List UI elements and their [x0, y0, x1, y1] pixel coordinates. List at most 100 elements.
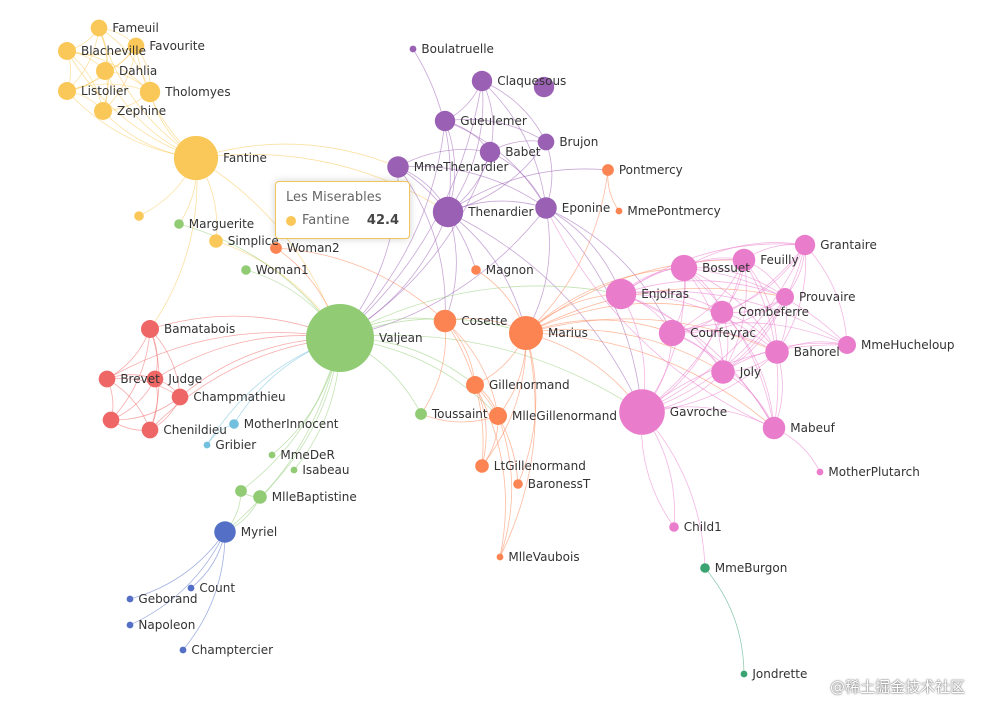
graph-node-geborand[interactable]	[126, 595, 134, 603]
graph-node-champmathieu[interactable]	[171, 388, 189, 406]
graph-link	[671, 322, 848, 346]
graph-node-mllevaubois[interactable]	[496, 553, 504, 561]
node-label-napoleon: Napoleon	[138, 618, 195, 632]
graph-node[interactable]	[235, 485, 247, 497]
graph-node-babet[interactable]	[479, 141, 501, 163]
node-label-combeferre: Combeferre	[738, 305, 809, 319]
graph-link	[722, 259, 747, 373]
tooltip-title: Les Miserables	[286, 190, 382, 205]
graph-node-dahlia[interactable]	[96, 62, 114, 80]
graph-node-simplice[interactable]	[209, 234, 223, 248]
graph-node-tholomyes[interactable]	[139, 81, 161, 103]
graph-node-brevet[interactable]	[98, 370, 116, 388]
node-label-brevet: Brevet	[120, 372, 160, 386]
node-label-ltgillenormand: LtGillenormand	[494, 459, 586, 473]
graph-link	[641, 411, 706, 569]
graph-node-isabeau[interactable]	[290, 466, 298, 474]
graph-node[interactable]	[533, 76, 555, 98]
graph-node-combeferre[interactable]	[710, 300, 734, 324]
graph-node-bahorel[interactable]	[765, 340, 789, 364]
graph-node-child1[interactable]	[669, 522, 679, 532]
node-label-tholomyes: Tholomyes	[164, 85, 230, 99]
graph-node-myriel[interactable]	[214, 521, 236, 543]
graph-link	[110, 396, 181, 421]
node-label-mmehucheloup: MmeHucheloup	[861, 338, 955, 352]
graph-node-mmeburgon[interactable]	[700, 563, 710, 573]
graph-node-eponine[interactable]	[535, 197, 557, 219]
graph-node-valjean[interactable]	[306, 304, 374, 372]
node-label-mllegillenormand: MlleGillenormand	[512, 409, 617, 423]
graph-node-marguerite[interactable]	[174, 219, 184, 229]
graph-link	[474, 384, 487, 467]
graph-link	[129, 531, 226, 600]
graph-node-toussaint[interactable]	[415, 408, 427, 420]
graph-node-enjolras[interactable]	[605, 278, 637, 310]
graph-node-bamatabois[interactable]	[141, 320, 159, 338]
graph-node-napoleon[interactable]	[126, 621, 134, 629]
graph-node-zephine[interactable]	[94, 102, 112, 120]
graph-link	[704, 567, 745, 675]
graph-node-ltgillenormand[interactable]	[475, 459, 489, 473]
graph-node-brujon[interactable]	[537, 133, 555, 151]
graph-node-blacheville[interactable]	[58, 42, 76, 60]
graph-node-prouvaire[interactable]	[776, 288, 794, 306]
graph-node-gribier[interactable]	[203, 441, 211, 449]
node-label-chenildieu: Chenildieu	[163, 423, 227, 437]
graph-node-claquesous[interactable]	[471, 70, 493, 92]
node-label-jondrette: Jondrette	[751, 667, 807, 681]
graph-node-mmepontmercy[interactable]	[615, 207, 623, 215]
graph-node-gueulemer[interactable]	[434, 110, 456, 132]
graph-node-count[interactable]	[187, 584, 195, 592]
graph-node-fameuil[interactable]	[90, 19, 108, 37]
graph-nodes[interactable]	[58, 19, 856, 678]
graph-link	[525, 329, 724, 373]
graph-link	[474, 384, 519, 485]
graph-node-baronesst[interactable]	[513, 479, 523, 489]
graph-node-mmeder[interactable]	[268, 451, 276, 459]
watermark: @稀土掘金技术社区	[829, 678, 965, 696]
graph-link	[474, 384, 506, 558]
graph-node-jondrette[interactable]	[740, 670, 748, 678]
node-label-magnon: Magnon	[486, 263, 534, 277]
graph-node-mmehucheloup[interactable]	[838, 336, 856, 354]
graph-node-grantaire[interactable]	[794, 234, 816, 256]
graph-node-judge[interactable]	[146, 370, 164, 388]
graph-link	[683, 242, 806, 269]
graph-node-woman2[interactable]	[270, 242, 282, 254]
graph-node-thenardier[interactable]	[432, 196, 464, 228]
graph-node-boulatruelle[interactable]	[409, 45, 417, 53]
graph-node-mabeuf[interactable]	[762, 416, 786, 440]
graph-link	[444, 211, 457, 322]
graph-node-pontmercy[interactable]	[602, 164, 614, 176]
graph-node-motherinnocent[interactable]	[229, 419, 239, 429]
graph-node-marius[interactable]	[509, 316, 543, 350]
node-label-blacheville: Blacheville	[81, 44, 146, 58]
graph-node[interactable]	[134, 211, 144, 221]
graph-node-bossuet[interactable]	[670, 254, 698, 282]
graph-node-magnon[interactable]	[471, 265, 481, 275]
graph-link	[447, 80, 484, 213]
node-label-judge: Judge	[167, 372, 202, 386]
graph-node-favourite[interactable]	[127, 37, 145, 55]
graph-node-gavroche[interactable]	[619, 389, 665, 435]
graph-node-feuilly[interactable]	[732, 248, 756, 272]
graph-node-joly[interactable]	[711, 360, 735, 384]
graph-node-courfeyrac[interactable]	[658, 319, 686, 347]
graph-node-cosette[interactable]	[433, 309, 457, 333]
graph-node-mmethenardier[interactable]	[387, 156, 409, 178]
graph-link	[545, 207, 775, 429]
graph-node-gillenormand[interactable]	[466, 376, 484, 394]
graph-node-fantine[interactable]	[173, 135, 219, 181]
graph-link	[525, 169, 609, 334]
graph-node[interactable]	[102, 411, 120, 429]
graph-node-listolier[interactable]	[58, 82, 76, 100]
graph-node-mllebaptistine[interactable]	[253, 490, 267, 504]
graph-node-woman1[interactable]	[241, 265, 251, 275]
node-label-enjolras: Enjolras	[641, 287, 689, 301]
graph-node-champtercier[interactable]	[179, 646, 187, 654]
graph-node-mllegillenormand[interactable]	[489, 407, 507, 425]
graph-node-chenildieu[interactable]	[141, 421, 159, 439]
graph-link	[481, 332, 527, 467]
graph-node-motherplutarch[interactable]	[816, 468, 824, 476]
